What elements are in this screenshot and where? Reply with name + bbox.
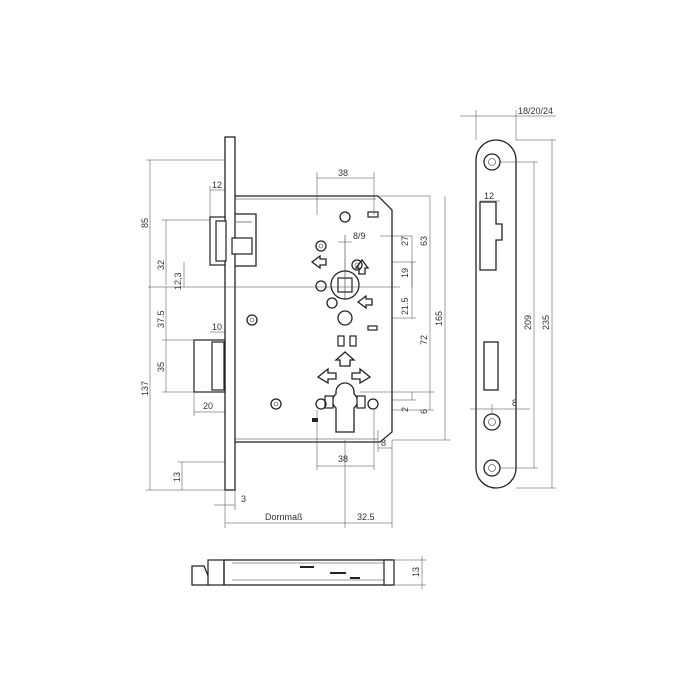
faceplate-outline [475, 139, 517, 489]
dim-21-5: 21.5 [400, 297, 410, 315]
dim-2: 2 [400, 407, 410, 412]
dim-35: 35 [156, 362, 166, 372]
dead-bolt [193, 339, 226, 393]
dim-12-bolt: 12 [212, 180, 222, 190]
dim-12-3: 12,3 [173, 272, 183, 290]
direction-arrows [310, 254, 373, 385]
dim-backset: Dornmaß [265, 512, 303, 522]
dim-85: 85 [140, 218, 150, 228]
dim-235: 235 [541, 315, 551, 330]
dim-32: 32 [156, 260, 166, 270]
dim-38-top: 38 [338, 168, 348, 178]
dim-32-5: 32.5 [357, 512, 375, 522]
dim-165: 165 [434, 311, 444, 326]
dim-6: 6 [419, 409, 429, 414]
dim-12-opening: 12 [484, 191, 494, 201]
dim-18-20-24: 18/20/24 [518, 106, 553, 116]
forend-strip [224, 136, 236, 491]
dim-8-bottom: 8 [381, 438, 386, 448]
dim-8-faceplate: 8 [512, 398, 517, 408]
follower-square [330, 235, 360, 300]
lock-case [235, 195, 393, 443]
dim-72: 72 [419, 335, 429, 345]
dim-137: 137 [140, 381, 150, 396]
dim-10: 10 [212, 322, 222, 332]
dim-8-9: 8/9 [353, 231, 366, 241]
screw-holes [246, 211, 363, 410]
front-dimension-labels: 38 12 85 32 12,3 37.5 10 35 137 20 13 3 … [140, 168, 444, 522]
dim-27: 27 [400, 236, 410, 246]
dim-3: 3 [241, 494, 246, 504]
dim-63: 63 [419, 236, 429, 246]
dim-38-bottom: 38 [338, 454, 348, 464]
faceplate-view: 18/20/24 12 209 235 8 [460, 106, 556, 489]
dim-209: 209 [523, 315, 533, 330]
dim-13: 13 [172, 472, 182, 482]
latch-bolt [209, 213, 257, 267]
dim-20: 20 [203, 401, 213, 411]
dim-13-side: 13 [411, 567, 421, 577]
dim-19: 19 [400, 268, 410, 278]
side-view: 13 [191, 556, 426, 589]
front-view: 38 12 85 32 12,3 37.5 10 35 137 20 13 3 … [140, 136, 450, 528]
dim-37-5: 37.5 [156, 310, 166, 328]
cylinder-profile [312, 382, 379, 433]
front-dimension-lines [146, 159, 450, 528]
